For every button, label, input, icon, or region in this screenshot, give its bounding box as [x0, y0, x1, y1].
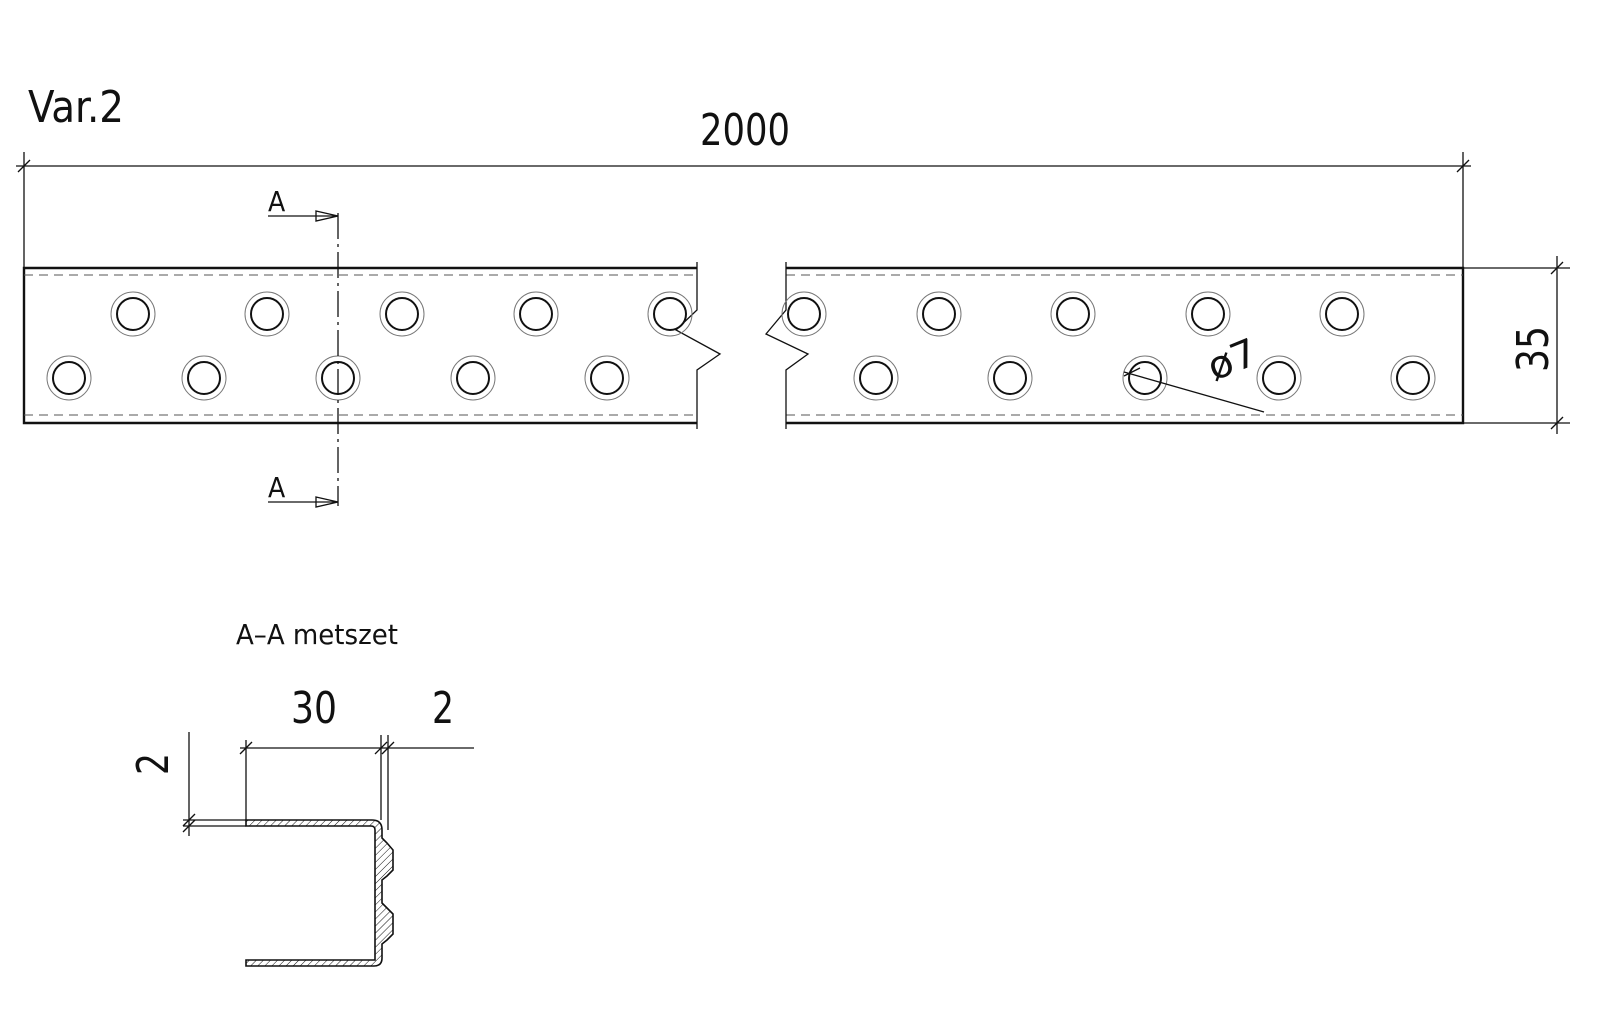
hole-diameter-value: ø7: [1201, 330, 1264, 390]
hole: [1319, 291, 1365, 337]
variant-label: Var.2: [28, 82, 124, 133]
section-cut-line: A A: [268, 185, 339, 508]
height-dimension: 35: [1463, 256, 1570, 434]
section-dimensions: 30 2 2: [128, 683, 474, 836]
hole: [110, 291, 156, 337]
break-line-right: [764, 262, 810, 429]
section-marker-bottom: A: [268, 471, 286, 504]
hole: [46, 355, 92, 401]
hole: [244, 291, 290, 337]
hole: [1050, 291, 1096, 337]
hole-pattern: [46, 291, 1436, 401]
section-marker-top: A: [268, 185, 286, 218]
strip-left: [22, 262, 722, 429]
section-thickness-value: 2: [432, 683, 454, 734]
hole: [584, 355, 630, 401]
height-value: 35: [1508, 326, 1559, 372]
length-dimension: 2000: [16, 105, 1471, 268]
hole: [916, 291, 962, 337]
channel-profile: [245, 819, 394, 967]
hole: [1256, 355, 1302, 401]
hole: [647, 291, 693, 337]
length-value: 2000: [700, 105, 790, 156]
section-profile: [245, 819, 394, 967]
hole: [513, 291, 559, 337]
hole: [987, 355, 1033, 401]
hole: [853, 355, 899, 401]
break-line-left: [674, 262, 722, 429]
hole: [1390, 355, 1436, 401]
hole: [1122, 355, 1168, 401]
hole: [781, 291, 827, 337]
hole: [379, 291, 425, 337]
hole: [1185, 291, 1231, 337]
flange-thickness-value: 2: [128, 753, 179, 775]
section-width-value: 30: [291, 683, 337, 734]
hole: [450, 355, 496, 401]
section-title: A–A metszet: [236, 618, 398, 651]
strip-right: [764, 262, 1465, 429]
hole: [181, 355, 227, 401]
